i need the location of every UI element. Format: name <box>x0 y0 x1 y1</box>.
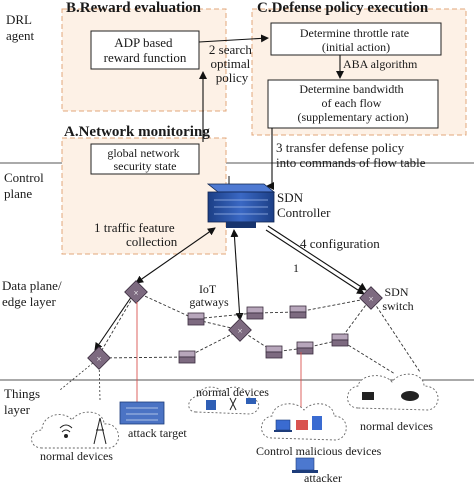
layer-label-data-plane: Data plane/ edge layer <box>2 278 65 309</box>
switch-gateway-1 <box>187 312 205 326</box>
switch-bottom-4 <box>331 333 349 347</box>
attacker-laptop-icon <box>292 457 318 473</box>
sdn-switch-label: SDN switch <box>382 285 413 313</box>
sdn-controller-icon <box>206 183 276 228</box>
security-state-label: global network security state <box>107 146 182 173</box>
tower-icon <box>93 417 107 445</box>
throttle-rate-label: Determine throttle rate (initial action) <box>300 26 412 54</box>
step3-label: 3 transfer defense policy into commands … <box>276 140 426 170</box>
controller-link-left <box>135 227 216 284</box>
car-icon <box>246 398 256 404</box>
svg-text:×: × <box>96 354 101 364</box>
adp-reward-box <box>90 30 200 70</box>
cloud-normal-left <box>31 411 119 449</box>
bandwidth-label: Determine bandwidth of each flow (supple… <box>298 82 409 124</box>
svg-text:×: × <box>237 326 242 336</box>
step3-arrow <box>266 128 274 190</box>
edge-link-left-down <box>98 357 101 401</box>
controller-to-edge-arrow <box>94 289 137 351</box>
server-icon <box>312 416 322 430</box>
controller-config-line-1 <box>267 225 367 291</box>
gamepad-icon <box>401 391 419 401</box>
switch-left-top: × <box>124 280 148 304</box>
printer-icon <box>296 420 308 430</box>
adp-reward-label: ADP based reward function <box>104 35 187 65</box>
normal-devices-middle-label: normal devices <box>196 385 269 399</box>
switch-bottom-1 <box>178 350 196 364</box>
attacker-label: attacker <box>304 471 342 484</box>
switch-bottom-2 <box>265 345 283 359</box>
train-icon <box>206 400 216 410</box>
sdn-controller-label: SDN Controller <box>277 190 331 220</box>
cloud-normal-right <box>347 373 439 411</box>
step2-label: 2 search optimal policy <box>209 42 255 85</box>
building-icon <box>119 401 165 425</box>
step4-marker: 1 <box>293 261 299 275</box>
normal-devices-right-label: normal devices <box>360 419 433 433</box>
controller-config-line-2 <box>265 229 365 295</box>
step4-label: 4 configuration <box>300 236 380 251</box>
aba-algorithm-label: ABA algorithm <box>343 57 418 71</box>
network-monitoring-title: A.Network monitoring <box>64 124 210 140</box>
camera-icon <box>362 392 374 400</box>
normal-devices-left-label: normal devices <box>40 449 113 463</box>
defense-policy-title: C.Defense policy execution <box>257 0 429 16</box>
bandwidth-box <box>267 79 439 129</box>
switch-gateway-2 <box>246 306 264 320</box>
switch-bottom-3 <box>296 341 314 355</box>
controller-link-middle <box>230 229 244 321</box>
laptop-icon <box>274 419 292 432</box>
attack-target-label: attack target <box>128 426 187 440</box>
security-state-box <box>90 143 200 175</box>
malicious-devices-label: Control malicious devices <box>256 444 382 458</box>
switch-sdn-right: × <box>359 286 383 310</box>
layer-label-drl: DRL agent <box>6 12 35 43</box>
drone-icon <box>229 397 237 411</box>
svg-text:×: × <box>133 288 138 298</box>
adp-to-throttle-arrow <box>198 34 269 43</box>
reward-evaluation-title: B.Reward evaluation <box>66 0 202 16</box>
throttle-rate-box <box>270 22 442 56</box>
iot-gateways-label: IoT gatways <box>189 282 229 309</box>
switch-left-bottom: × <box>87 346 111 370</box>
switch-center: × <box>228 318 252 342</box>
layer-label-things: Things layer <box>4 386 43 417</box>
switch-gateway-3 <box>289 305 307 319</box>
wifi-icon <box>59 424 73 438</box>
layer-label-control-plane: Control plane <box>4 170 47 201</box>
svg-text:×: × <box>368 294 373 304</box>
